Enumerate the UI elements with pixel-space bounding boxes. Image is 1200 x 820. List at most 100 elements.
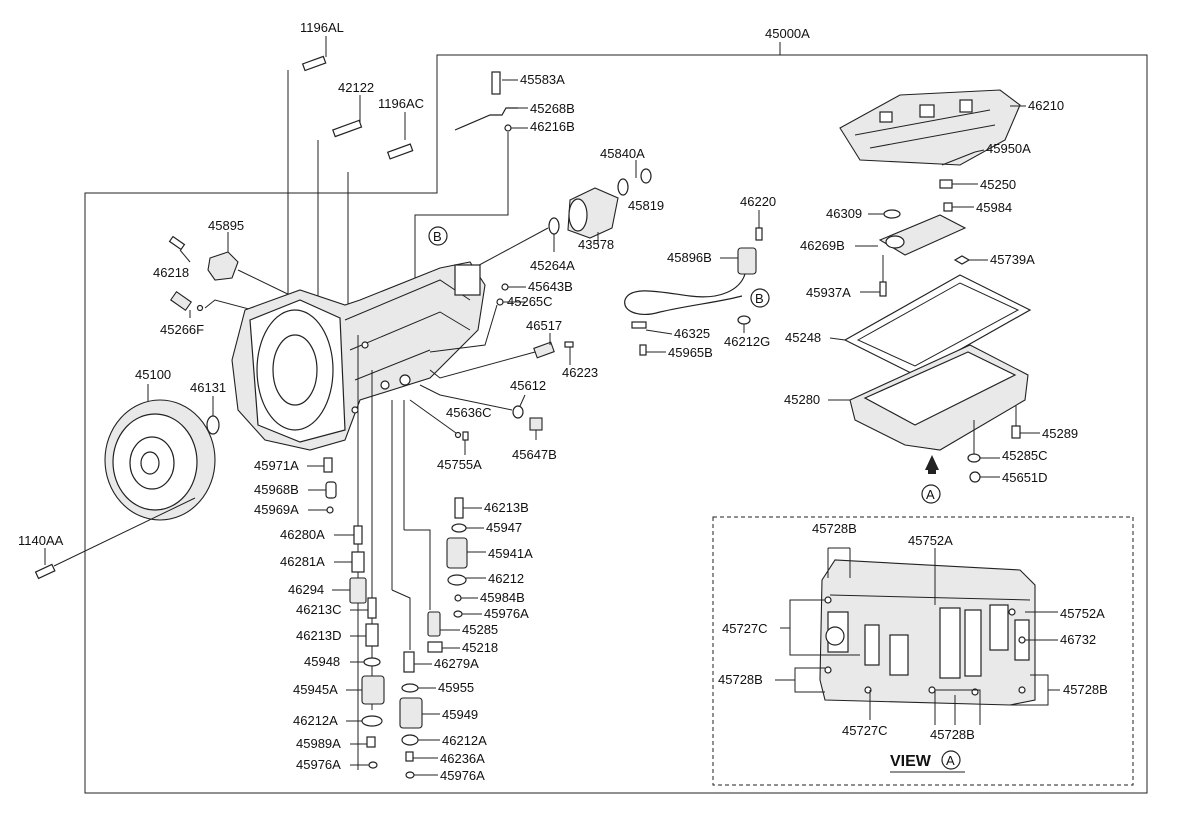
label-45289: 45289 bbox=[1042, 426, 1078, 441]
label-45949: 45949 bbox=[442, 707, 478, 722]
label-45728b-left: 45728B bbox=[718, 672, 763, 687]
magnet-45739a bbox=[953, 255, 988, 265]
bolt-1196al bbox=[287, 36, 327, 300]
view-a-caption: VIEW A bbox=[890, 750, 965, 773]
gasket-45248 bbox=[829, 274, 1032, 376]
label-45583a: 45583A bbox=[520, 72, 565, 87]
label-45976a-mid: 45976A bbox=[484, 606, 529, 621]
label-45976a-left: 45976A bbox=[296, 757, 341, 772]
bolt-46218 bbox=[168, 235, 191, 263]
label-45651d: 45651D bbox=[1002, 470, 1048, 485]
label-45755a: 45755A bbox=[437, 457, 482, 472]
label-45976a-right: 45976A bbox=[440, 768, 485, 783]
label-45727c-bottom: 45727C bbox=[842, 723, 888, 738]
bolt-42122 bbox=[317, 95, 363, 310]
label-46279a: 46279A bbox=[434, 656, 479, 671]
assembly-frame bbox=[84, 42, 1148, 794]
label-46325: 46325 bbox=[674, 326, 710, 341]
label-46236a: 46236A bbox=[440, 751, 485, 766]
view-a-arrow bbox=[921, 455, 941, 504]
label-45636c: 45636C bbox=[446, 405, 492, 420]
label-46216b: 46216B bbox=[530, 119, 575, 134]
filter-46269b bbox=[855, 214, 967, 256]
label-46269b: 46269B bbox=[800, 238, 845, 253]
seal-45264a bbox=[469, 217, 560, 271]
torque-converter-45100 bbox=[104, 384, 216, 521]
oil-pan-45280 bbox=[828, 344, 1029, 451]
gasket-45285c bbox=[967, 420, 1000, 463]
label-45969a: 45969A bbox=[254, 502, 299, 517]
label-45265c: 45265C bbox=[507, 294, 553, 309]
ref-b-label-harness: B bbox=[755, 291, 764, 306]
bracket-45268b bbox=[414, 71, 528, 300]
plug-45651d bbox=[969, 471, 1000, 483]
view-a-box bbox=[712, 516, 1134, 786]
label-45950a: 45950A bbox=[986, 141, 1031, 156]
view-a-valve-body bbox=[775, 547, 1060, 725]
label-45643b: 45643B bbox=[528, 279, 573, 294]
fitting-45266f bbox=[169, 290, 291, 321]
label-45895: 45895 bbox=[208, 218, 244, 233]
label-46213b: 46213B bbox=[484, 500, 529, 515]
label-45971a: 45971A bbox=[254, 458, 299, 473]
extension-housing-43578 bbox=[567, 160, 652, 245]
label-46212a-right: 46212A bbox=[442, 733, 487, 748]
label-46131: 46131 bbox=[190, 380, 226, 395]
oring-45612 bbox=[419, 384, 526, 419]
label-46213d: 46213D bbox=[296, 628, 342, 643]
label-45728b-bottom: 45728B bbox=[930, 727, 975, 742]
label-45947: 45947 bbox=[486, 520, 522, 535]
label-45937a: 45937A bbox=[806, 285, 851, 300]
label-45248: 45248 bbox=[785, 330, 821, 345]
label-45984b: 45984B bbox=[480, 590, 525, 605]
label-45819: 45819 bbox=[628, 198, 664, 213]
label-45647b: 45647B bbox=[512, 447, 557, 462]
label-45266f: 45266F bbox=[160, 322, 204, 337]
sensor-46517 bbox=[429, 333, 574, 379]
plug-45647b bbox=[529, 417, 543, 440]
label-46210: 46210 bbox=[1028, 98, 1064, 113]
label-46220: 46220 bbox=[740, 194, 776, 209]
label-46281a: 46281A bbox=[280, 554, 325, 569]
plug-45643b bbox=[501, 283, 526, 291]
ref-a-label-arrow: A bbox=[926, 487, 935, 502]
ref-b-circle-top bbox=[428, 226, 448, 246]
label-46294: 46294 bbox=[288, 582, 324, 597]
label-42122: 42122 bbox=[338, 80, 374, 95]
sensor-45895 bbox=[207, 232, 301, 301]
label-45728b-right: 45728B bbox=[1063, 682, 1108, 697]
label-45285: 45285 bbox=[462, 622, 498, 637]
label-45989a: 45989A bbox=[296, 736, 341, 751]
label-45840a: 45840A bbox=[600, 146, 645, 161]
label-45612: 45612 bbox=[510, 378, 546, 393]
label-46218: 46218 bbox=[153, 265, 189, 280]
label-45739a: 45739A bbox=[990, 252, 1035, 267]
bolt-45289 bbox=[1011, 405, 1040, 439]
label-45968b: 45968B bbox=[254, 482, 299, 497]
label-45727c-left: 45727C bbox=[722, 621, 768, 636]
label-45280: 45280 bbox=[784, 392, 820, 407]
label-1196al: 1196AL bbox=[300, 20, 344, 35]
label-45896b: 45896B bbox=[667, 250, 712, 265]
label-45264a: 45264A bbox=[530, 258, 575, 273]
label-46309: 46309 bbox=[826, 206, 862, 221]
view-ref-a: A bbox=[946, 753, 955, 768]
part-45250 bbox=[939, 179, 978, 212]
bolt-1140aa bbox=[34, 497, 196, 580]
label-45965b: 45965B bbox=[668, 345, 713, 360]
label-46212g: 46212G bbox=[724, 334, 770, 349]
label-46517: 46517 bbox=[526, 318, 562, 333]
tube-45950a bbox=[941, 149, 985, 166]
label-46212a-left: 46212A bbox=[293, 713, 338, 728]
oring-45265c bbox=[429, 298, 526, 353]
label-1196ac: 1196AC bbox=[378, 96, 424, 111]
label-43578: 43578 bbox=[578, 237, 614, 252]
label-45752a-top: 45752A bbox=[908, 533, 953, 548]
label-45945a: 45945A bbox=[293, 682, 338, 697]
label-45285c: 45285C bbox=[1002, 448, 1048, 463]
label-46732: 46732 bbox=[1060, 632, 1096, 647]
label-45752a-right: 45752A bbox=[1060, 606, 1105, 621]
label-45948: 45948 bbox=[304, 654, 340, 669]
oring-46309 bbox=[868, 209, 901, 219]
